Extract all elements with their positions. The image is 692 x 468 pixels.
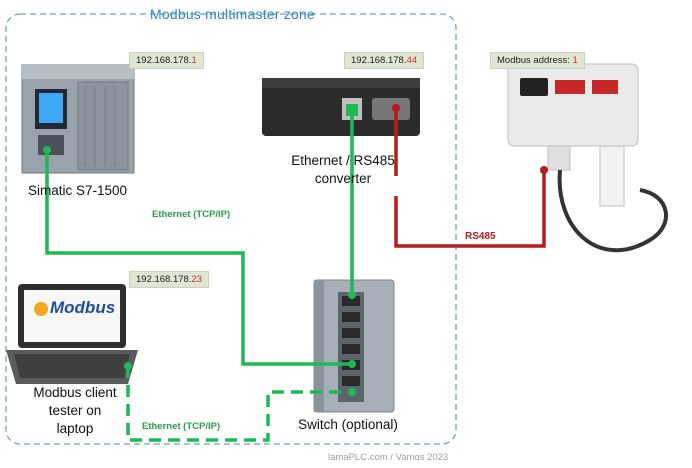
plc-ip-prefix: 192.168.178. — [136, 55, 192, 66]
plc-ip-suffix: 1 — [191, 55, 197, 66]
rs485-link-lower — [394, 170, 546, 248]
laptop-device — [6, 284, 138, 384]
converter-eth-dot — [348, 108, 356, 116]
plc-device — [21, 64, 135, 174]
laptop-ip-label: 192.168.178.23 — [129, 271, 210, 288]
switch-port-dot-1 — [348, 360, 356, 368]
converter-rs485-dot — [392, 104, 400, 112]
switch-device — [313, 279, 395, 413]
modbus-logo-text: Modbus — [50, 298, 116, 317]
laptop-caption-line2: tester on — [48, 403, 102, 418]
plc-caption: Simatic S7-1500 — [28, 183, 128, 198]
ethernet-link-plc-switch — [45, 150, 352, 366]
modbus-logo-icon — [34, 302, 48, 316]
sensor-address-value: 1 — [572, 55, 578, 66]
ethernet-label-top: Ethernet (TCP/IP) — [152, 209, 231, 220]
laptop-caption-line1: Modbus client — [33, 385, 117, 400]
converter-ip-prefix: 192.168.178. — [351, 55, 407, 66]
ethernet-label-bottom: Ethernet (TCP/IP) — [142, 421, 221, 432]
converter-caption-line2: converter — [314, 171, 372, 186]
sensor-port-dot — [540, 166, 548, 174]
laptop-ip-suffix: 23 — [191, 274, 203, 285]
laptop-port-dot — [124, 362, 132, 370]
laptop-caption: Modbus client tester on laptop — [14, 384, 136, 438]
multimaster-zone-border — [5, 13, 457, 445]
sensor-device — [507, 63, 668, 253]
sensor-address-prefix: Modbus address: — [497, 55, 573, 66]
converter-device — [262, 78, 420, 136]
laptop-caption-line3: laptop — [56, 421, 94, 436]
converter-caption: Ethernet / RS485 converter — [268, 152, 418, 188]
zone-title: Modbus multimaster zone — [150, 6, 315, 22]
sensor-address-label: Modbus address: 1 — [490, 52, 585, 69]
ethernet-link-laptop-switch — [126, 366, 352, 442]
rs485-label: RS485 — [465, 231, 496, 242]
converter-caption-line1: Ethernet / RS485 — [291, 153, 395, 168]
switch-port-dot-3 — [348, 388, 356, 396]
modbus-logo: Modbus — [34, 298, 116, 326]
converter-ip-label: 192.168.178.44 — [344, 52, 425, 69]
switch-port-dot-2 — [348, 291, 356, 299]
laptop-ip-prefix: 192.168.178. — [136, 274, 192, 285]
converter-ip-suffix: 44 — [406, 55, 418, 66]
plc-port-dot — [43, 146, 51, 154]
footer-credit: lamaPLC.com / Vamos 2023 — [328, 452, 449, 463]
plc-ip-label: 192.168.178.1 — [129, 52, 204, 69]
switch-caption: Switch (optional) — [298, 417, 398, 432]
